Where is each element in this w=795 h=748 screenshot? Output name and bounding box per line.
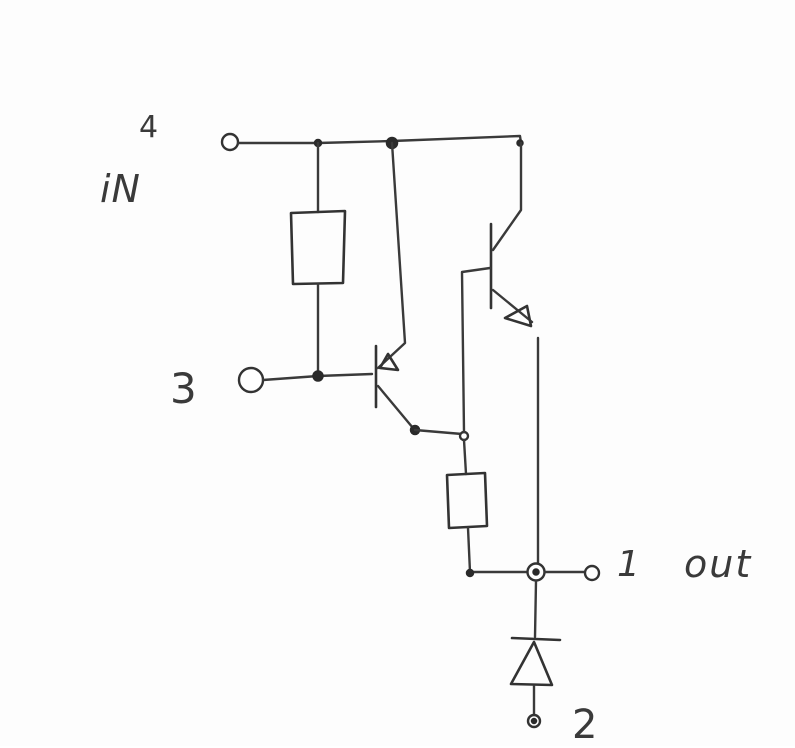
q1-emitter-lead (376, 384, 415, 430)
terminal-1[interactable] (583, 564, 601, 582)
junction-r2-bottom (465, 568, 475, 578)
resistor-r2 (445, 471, 489, 530)
label-terminal-1: 1 (617, 544, 640, 585)
diode-cathode-bar (510, 636, 562, 642)
junction-node-3 (312, 370, 324, 382)
terminal-4[interactable] (220, 132, 240, 152)
label-in: iN (100, 167, 141, 211)
label-terminal-4: 4 (139, 110, 159, 145)
r2-top-lead (462, 438, 468, 476)
terminal-2-center (530, 717, 538, 725)
diode-triangle (509, 640, 554, 687)
label-terminal-3: 3 (170, 364, 197, 413)
r2-bottom-lead (466, 526, 530, 574)
input-rail-wire (236, 134, 523, 145)
output-node-center (532, 568, 540, 576)
q1-collector-lead (376, 141, 407, 370)
diode-top-lead (533, 579, 538, 639)
label-out: out (684, 542, 753, 586)
q2-base-lead (460, 266, 492, 434)
label-terminal-2: 2 (572, 702, 598, 748)
q1-emitter-to-node (413, 428, 464, 436)
q2-arrow (503, 304, 533, 328)
q1-arrow (378, 352, 400, 372)
resistor-r1 (289, 209, 347, 286)
terminal-3[interactable] (237, 366, 265, 394)
q2-collector-lead (491, 141, 523, 252)
q2-emitter-lead (491, 288, 534, 324)
